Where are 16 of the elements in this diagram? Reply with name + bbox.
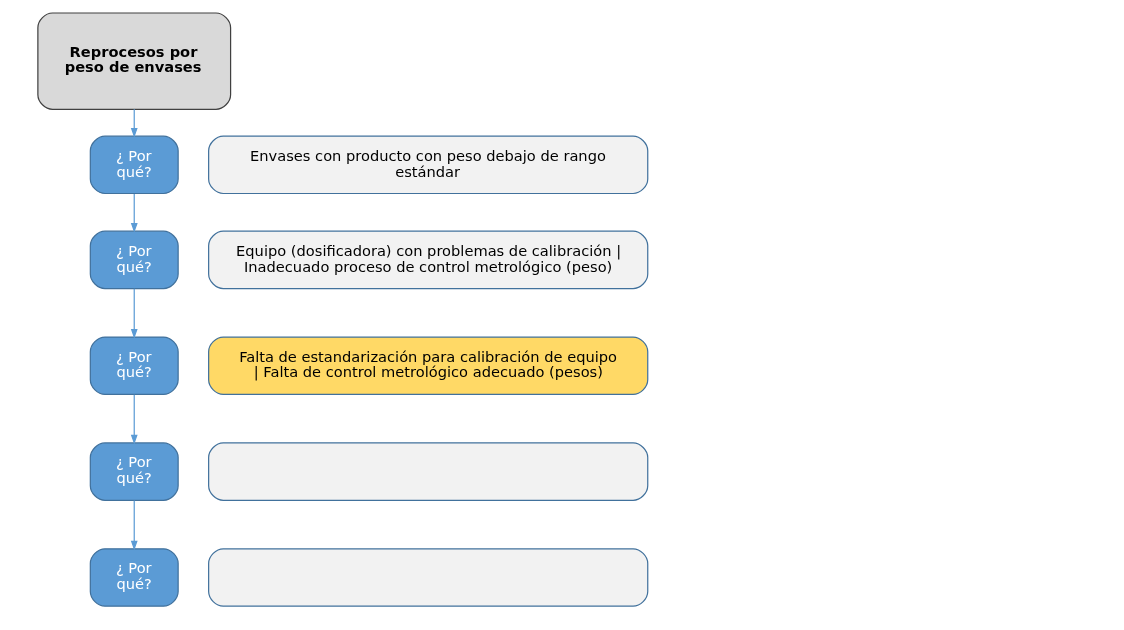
node-box: Envases con producto con peso debajo de rango estándar [208,135,649,195]
node-box: Falta de estandarización para calibración de equipo | Falta de control metrológico adecuado (pesos) [208,336,649,395]
arrow [130,499,138,551]
node-box [208,442,649,501]
node-box [208,548,649,607]
arrow [130,193,138,233]
arrow [130,108,138,138]
arrow [130,288,138,339]
node-box: Equipo (dosificadora) con problemas de calibración | Inadecuado proceso de control metrológico (peso) [208,230,649,290]
arrow [130,394,138,445]
node-box: ¿ Por qué? [89,230,179,290]
node-box: Reprocesos por peso de envases [37,12,232,110]
node-box: ¿ Por qué? [89,548,179,607]
node-box: ¿ Por qué? [89,135,179,195]
node-box: ¿ Por qué? [89,442,179,501]
node-box: ¿ Por qué? [89,336,179,395]
